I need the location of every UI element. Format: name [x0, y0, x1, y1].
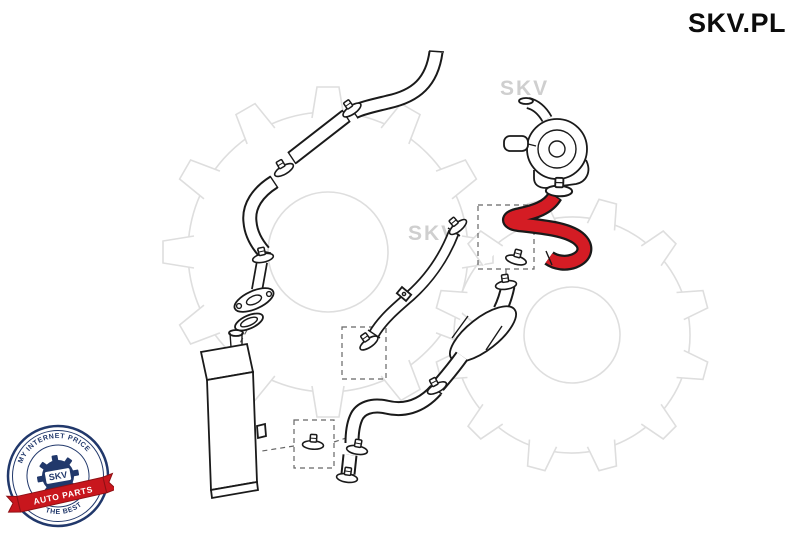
hose-clamp	[301, 432, 326, 451]
badge-center-box	[43, 467, 73, 485]
watermark-text-2: SKV	[408, 222, 457, 245]
skv-badge: MY INTERNET PRICE THE BEST SKV A	[2, 420, 118, 537]
charge-air-metal-pipe	[367, 227, 461, 339]
bottom-hose	[340, 384, 443, 476]
elbow-hose-left	[242, 175, 279, 257]
charge-air-hose-highlighted-red	[502, 191, 593, 271]
brand-logo: SKV.PL	[687, 8, 786, 38]
turbocharger	[503, 97, 590, 189]
flange-with-gasket	[233, 260, 275, 332]
gear-watermark-small	[434, 197, 710, 473]
hose-clamp	[503, 246, 530, 268]
hose-clamp	[268, 154, 296, 180]
badge-center-text: SKV	[48, 469, 68, 482]
intercooler	[199, 329, 267, 500]
straight-hose	[287, 109, 351, 165]
watermark-text-1: SKV	[500, 77, 549, 100]
